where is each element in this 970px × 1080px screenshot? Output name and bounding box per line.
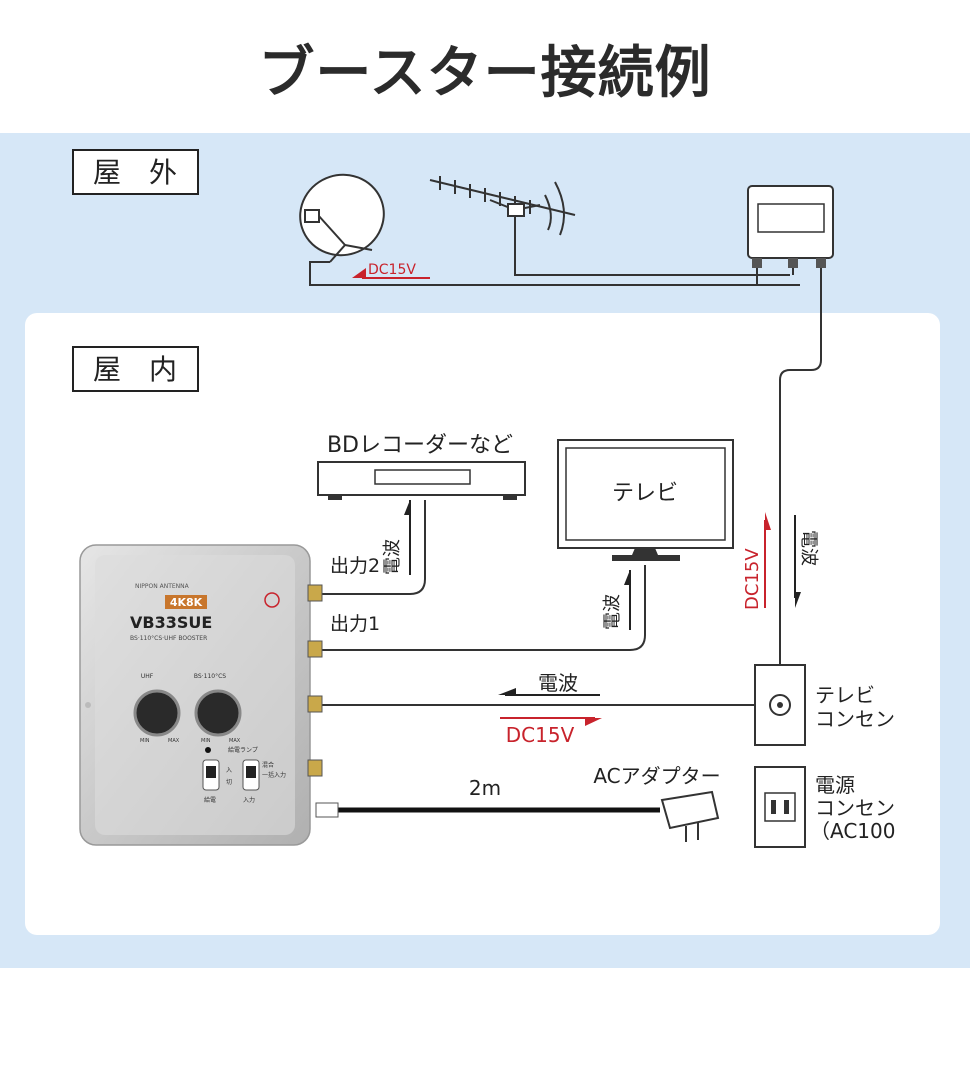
tv-label: テレビ — [612, 481, 678, 506]
power-outlet-label-3: （AC100 — [810, 819, 895, 843]
indoor-label: 屋 内 — [72, 346, 199, 392]
feed-switch-on: 入 — [226, 767, 232, 774]
dc15v-vertical-arrow: DC15V — [742, 512, 771, 610]
uhf-antenna — [429, 176, 790, 276]
radio-wave-label-vertical: 電波 — [798, 530, 819, 566]
page-title: ブースター接続例 — [258, 41, 712, 106]
knob-right-min: MIN — [201, 738, 211, 744]
power-outlet-label-1: 電源 — [815, 773, 855, 797]
dc15v-label-horizontal: DC15V — [506, 723, 575, 747]
device-badge: 4K8K — [170, 596, 203, 609]
dc15v-outdoor-arrow: DC15V — [352, 262, 430, 279]
device-subtitle: BS·110°CS·UHF BOOSTER — [130, 635, 207, 642]
device-brand: NIPPON ANTENNA — [135, 583, 190, 590]
radio-wave-label-output2: 電波 — [382, 539, 403, 575]
outdoor-booster-unit — [747, 185, 834, 665]
power-outlet: 電源 コンセン （AC100 — [754, 766, 895, 848]
output2-label: 出力2 — [330, 555, 380, 577]
radio-wave-arrow-output2: 電波 — [382, 500, 411, 575]
television: テレビ — [557, 439, 734, 561]
knob-left-label: UHF — [141, 673, 154, 680]
cable-length-label: 2m — [469, 776, 501, 800]
radio-wave-label-output1: 電波 — [602, 594, 623, 630]
ac-adapter: ACアダプター 2m — [469, 764, 721, 842]
power-input-connector — [307, 759, 323, 777]
output2-connector — [307, 584, 323, 602]
tv-outlet: テレビ コンセン — [754, 664, 895, 746]
power-outlet-label-2: コンセン — [815, 796, 895, 820]
uhf-gain-knob[interactable] — [133, 689, 181, 737]
warning-icon — [264, 592, 280, 608]
radio-wave-label-horizontal: 電波 — [538, 671, 578, 695]
outdoor-label: 屋 外 — [72, 149, 199, 195]
device-badge-bg — [165, 595, 207, 609]
knob-left-max: MAX — [168, 738, 180, 744]
bd-recorder-label: BDレコーダーなど — [327, 433, 513, 458]
device-model: VB33SUE — [130, 613, 212, 632]
radio-wave-horizontal-arrow: 電波 — [498, 671, 600, 696]
booster-device: NIPPON ANTENNA 4K8K VB33SUE BS·110°CS·UH… — [79, 544, 339, 846]
adapter-plug — [315, 802, 339, 818]
lamp-label: 給電ランプ — [228, 746, 258, 754]
outdoor-label-text: 屋 外 — [93, 156, 177, 189]
feed-switch-label: 給電 — [204, 796, 216, 804]
mount-hole — [85, 702, 91, 708]
radio-wave-arrow-output1: 電波 — [602, 570, 631, 630]
indoor-label-text: 屋 内 — [93, 353, 177, 386]
input-connector — [307, 695, 323, 713]
dc15v-horizontal-arrow: DC15V — [500, 717, 602, 747]
radio-wave-vertical-arrow: 電波 — [794, 515, 819, 608]
input-switch-label: 入力 — [243, 796, 255, 804]
tv-outlet-label-2: コンセン — [815, 707, 895, 731]
feed-switch-off: 切 — [226, 779, 232, 786]
dc15v-label-outdoor: DC15V — [368, 262, 416, 278]
input-switch-single: 一括入力 — [262, 771, 286, 779]
input-switch-mix: 混合 — [262, 761, 274, 769]
knob-left-min: MIN — [140, 738, 150, 744]
feed-switch-knob — [206, 766, 216, 778]
cables — [318, 500, 755, 706]
bs-gain-knob[interactable] — [194, 689, 242, 737]
dc15v-label-vertical: DC15V — [742, 548, 763, 610]
knob-right-max: MAX — [229, 738, 241, 744]
bd-recorder: BDレコーダーなど — [317, 433, 526, 500]
power-lamp — [205, 747, 211, 753]
knob-right-label: BS·110°CS — [194, 673, 226, 680]
output1-connector — [307, 640, 323, 658]
output1-label: 出力1 — [330, 613, 380, 635]
input-mode-switch-knob — [246, 766, 256, 778]
ac-adapter-label: ACアダプター — [593, 764, 720, 788]
bs-dish-antenna — [299, 173, 800, 286]
tv-outlet-label-1: テレビ — [815, 683, 875, 707]
